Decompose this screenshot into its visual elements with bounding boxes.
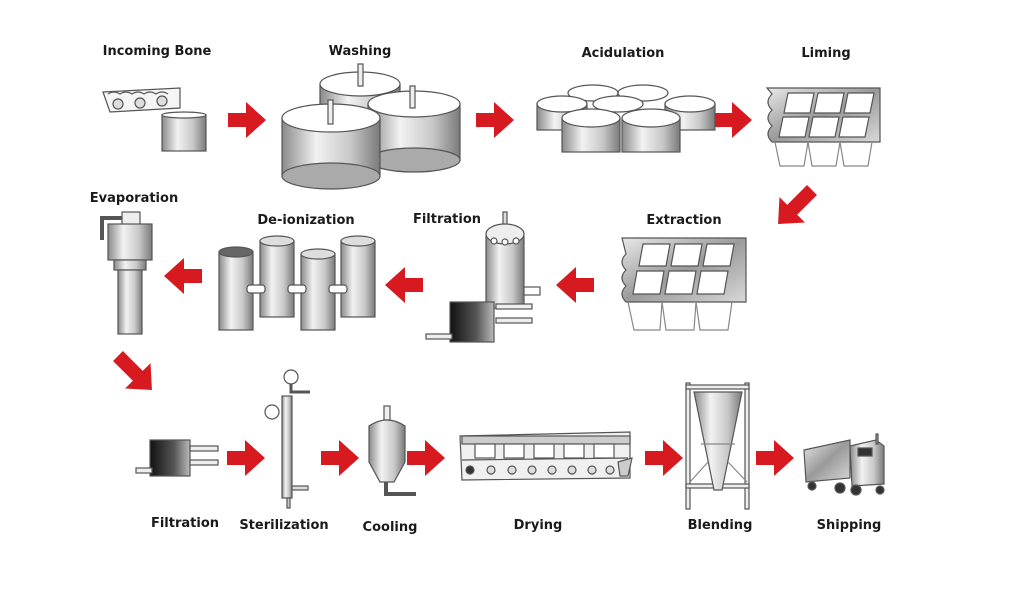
label-washing: Washing <box>329 44 392 59</box>
conveyor-bin-icon <box>102 87 207 152</box>
ion-exchange-columns-icon <box>218 235 376 331</box>
step-labels: Incoming Bone Washing Acidulation Liming… <box>90 44 882 535</box>
arrow-down-right-icon <box>113 351 152 390</box>
extraction-pit-icon <box>621 237 747 331</box>
label-liming: Liming <box>801 46 850 61</box>
label-filtration-1: Filtration <box>413 212 481 227</box>
arrow-right-icon <box>228 102 266 138</box>
arrow-left-icon <box>556 267 594 303</box>
arrow-right-icon <box>476 102 514 138</box>
blending-hopper-icon <box>685 382 750 510</box>
acid-vats-icon <box>536 84 716 153</box>
arrow-left-icon <box>164 258 202 294</box>
label-incoming-bone: Incoming Bone <box>103 44 212 59</box>
label-acidulation: Acidulation <box>582 46 665 61</box>
label-filtration-2: Filtration <box>151 516 219 531</box>
arrow-right-icon <box>407 440 445 476</box>
filter-press-vessel-icon <box>425 211 541 343</box>
label-drying: Drying <box>514 518 563 533</box>
cooling-tank-icon <box>368 405 416 496</box>
arrow-right-icon <box>645 440 683 476</box>
arrow-right-icon <box>756 440 794 476</box>
lime-pit-icon <box>765 87 881 167</box>
arrow-right-icon <box>227 440 265 476</box>
washing-tanks-icon <box>281 63 461 190</box>
arrow-right-icon <box>714 102 752 138</box>
arrow-right-icon <box>321 440 359 476</box>
arrow-left-icon <box>385 267 423 303</box>
evaporator-icon <box>100 211 153 335</box>
label-cooling: Cooling <box>363 520 418 535</box>
arrow-down-left-icon <box>778 185 817 224</box>
label-evaporation: Evaporation <box>90 191 178 206</box>
label-shipping: Shipping <box>817 518 882 533</box>
truck-icon <box>803 433 885 496</box>
label-sterilization: Sterilization <box>239 518 328 533</box>
belt-dryer-icon <box>459 431 633 481</box>
label-de-ionization: De-ionization <box>257 213 354 228</box>
filter-icon <box>135 439 219 477</box>
sterilizer-column-icon <box>264 369 310 509</box>
label-extraction: Extraction <box>646 213 721 228</box>
label-blending: Blending <box>688 518 753 533</box>
flow-arrows <box>113 102 817 476</box>
